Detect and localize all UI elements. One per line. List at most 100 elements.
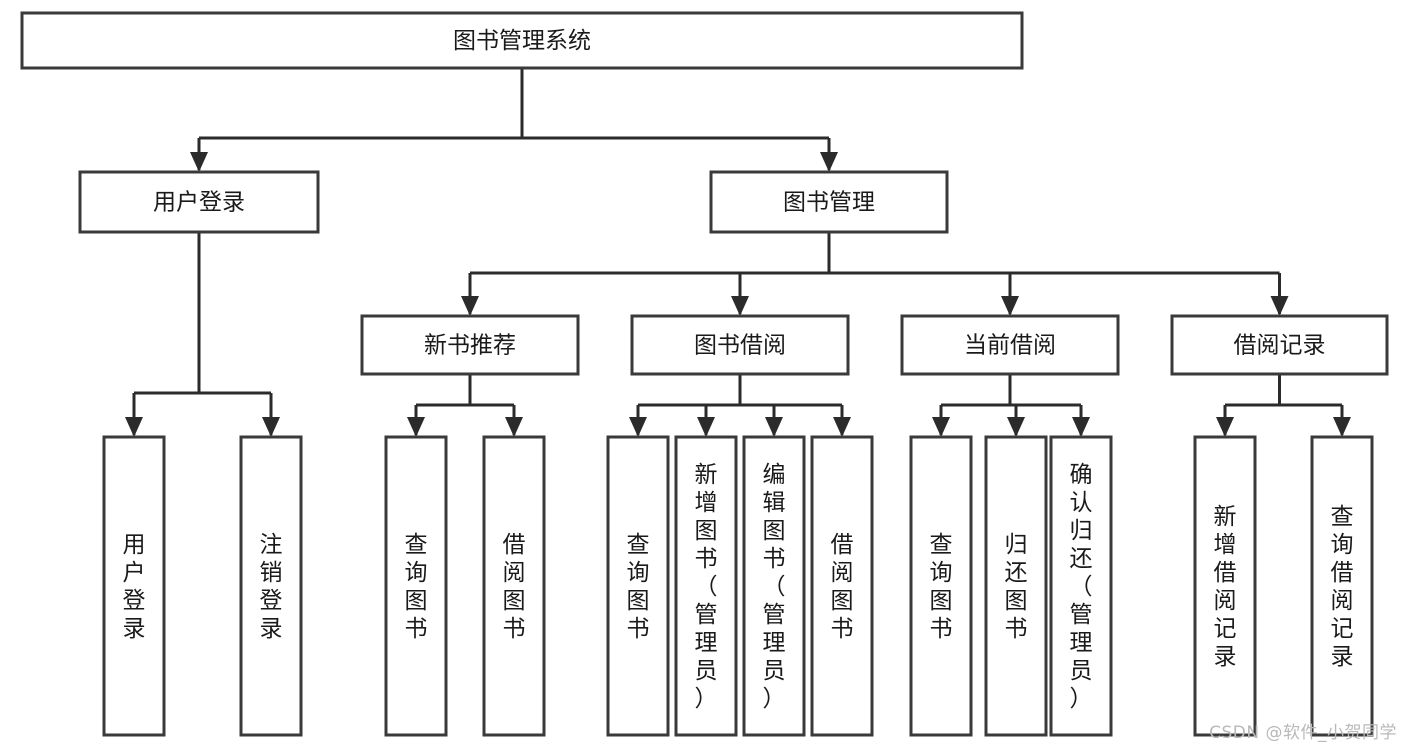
connector-book-borrow-to-leaf-edit-book bbox=[765, 405, 783, 437]
connector-book-manage-to-borrow-record bbox=[1270, 273, 1289, 316]
node-label: 借阅图书 bbox=[831, 532, 854, 642]
arrow-head-icon bbox=[1333, 417, 1351, 437]
connector-book-manage-to-current-borrow bbox=[1001, 273, 1019, 316]
connector-bus bbox=[941, 374, 1081, 407]
node-box bbox=[674, 435, 738, 737]
node-box bbox=[709, 170, 949, 234]
node-box bbox=[1310, 435, 1374, 737]
node-label: 用户登录 bbox=[123, 532, 146, 642]
node-leaf-user-login[interactable]: 用户登录 bbox=[102, 435, 166, 737]
arrow-head-icon bbox=[125, 417, 143, 437]
node-leaf-logout[interactable]: 注销登录 bbox=[239, 435, 303, 737]
connector-user-login-to-leaf-logout bbox=[262, 393, 280, 437]
node-label: 查询借阅记录 bbox=[1331, 504, 1354, 670]
node-layer: 图书管理系统用户登录图书管理新书推荐图书借阅当前借阅借阅记录用户登录注销登录查询… bbox=[20, 11, 1389, 737]
node-box bbox=[1049, 435, 1113, 737]
node-box bbox=[810, 435, 874, 737]
node-leaf-query-book-rec[interactable]: 查询图书 bbox=[384, 435, 448, 737]
node-box bbox=[1193, 435, 1257, 737]
node-label: 查询图书 bbox=[627, 532, 650, 642]
node-label: 图书管理 bbox=[783, 190, 875, 216]
node-new-book-rec[interactable]: 新书推荐 bbox=[360, 314, 580, 376]
node-box bbox=[102, 435, 166, 737]
node-leaf-add-book[interactable]: 新增图书（管理员） bbox=[674, 435, 738, 737]
node-box bbox=[384, 435, 448, 737]
node-leaf-edit-book[interactable]: 编辑图书（管理员） bbox=[742, 435, 806, 737]
node-label: 用户登录 bbox=[153, 190, 245, 216]
node-borrow-record[interactable]: 借阅记录 bbox=[1170, 314, 1389, 376]
connector-new-book-rec-to-leaf-borrow-book-rec bbox=[505, 405, 523, 437]
node-book-borrow[interactable]: 图书借阅 bbox=[630, 314, 850, 376]
node-box bbox=[984, 435, 1048, 737]
node-box bbox=[900, 314, 1120, 376]
arrow-head-icon bbox=[262, 417, 280, 437]
connector-user-login-to-leaf-user-login bbox=[125, 393, 143, 437]
arrow-head-icon bbox=[731, 296, 749, 316]
node-label: 查询图书 bbox=[930, 532, 953, 642]
connector-root-to-user-login bbox=[190, 138, 208, 172]
arrow-head-icon bbox=[1072, 417, 1090, 437]
arrow-head-icon bbox=[932, 417, 950, 437]
connector-current-borrow-to-leaf-confirm-return bbox=[1072, 405, 1090, 437]
node-box bbox=[606, 435, 670, 737]
arrow-head-icon bbox=[190, 152, 208, 172]
node-box bbox=[239, 435, 303, 737]
arrow-head-icon bbox=[697, 417, 715, 437]
node-leaf-query-book-cur[interactable]: 查询图书 bbox=[909, 435, 973, 737]
arrow-head-icon bbox=[629, 417, 647, 437]
connector-current-borrow-to-leaf-return-book bbox=[1007, 405, 1025, 437]
connector-book-manage-to-new-book-rec bbox=[461, 273, 479, 316]
connector-current-borrow-to-leaf-query-book-cur bbox=[932, 405, 950, 437]
node-leaf-query-record[interactable]: 查询借阅记录 bbox=[1310, 435, 1374, 737]
connector-bus bbox=[199, 68, 829, 140]
node-label: 图书借阅 bbox=[694, 333, 786, 359]
node-label: 新书推荐 bbox=[424, 333, 516, 359]
node-label: 新增图书（管理员） bbox=[695, 462, 718, 712]
node-label: 当前借阅 bbox=[964, 333, 1056, 359]
arrow-head-icon bbox=[1007, 417, 1025, 437]
node-label: 借阅记录 bbox=[1234, 333, 1326, 359]
node-root[interactable]: 图书管理系统 bbox=[20, 11, 1024, 70]
connector-bus bbox=[134, 232, 271, 395]
connector-borrow-record-to-leaf-add-record bbox=[1216, 405, 1234, 437]
node-leaf-borrow-book-rec[interactable]: 借阅图书 bbox=[482, 435, 546, 737]
node-leaf-confirm-return[interactable]: 确认归还（管理员） bbox=[1049, 435, 1113, 737]
node-label: 编辑图书（管理员） bbox=[763, 462, 786, 712]
node-box bbox=[909, 435, 973, 737]
node-book-manage[interactable]: 图书管理 bbox=[709, 170, 949, 234]
connector-book-borrow-to-leaf-borrow-book bbox=[833, 405, 851, 437]
node-box bbox=[20, 11, 1024, 70]
connector-book-borrow-to-leaf-add-book bbox=[697, 405, 715, 437]
node-current-borrow[interactable]: 当前借阅 bbox=[900, 314, 1120, 376]
arrow-head-icon bbox=[1001, 296, 1019, 316]
arrow-head-icon bbox=[505, 417, 523, 437]
node-leaf-return-book[interactable]: 归还图书 bbox=[984, 435, 1048, 737]
arrow-head-icon bbox=[1216, 417, 1234, 437]
connector-root-to-book-manage bbox=[820, 138, 838, 172]
connector-bus bbox=[416, 374, 514, 407]
arrow-head-icon bbox=[407, 417, 425, 437]
arrow-head-icon bbox=[461, 296, 479, 316]
node-box bbox=[78, 170, 320, 234]
node-label: 注销登录 bbox=[260, 532, 283, 642]
node-label: 查询图书 bbox=[405, 532, 428, 642]
connector-bus bbox=[1225, 374, 1342, 407]
node-leaf-borrow-book[interactable]: 借阅图书 bbox=[810, 435, 874, 737]
connector-new-book-rec-to-leaf-query-book-rec bbox=[407, 405, 425, 437]
node-box bbox=[482, 435, 546, 737]
connector-layer bbox=[125, 68, 1351, 437]
node-label: 确认归还（管理员） bbox=[1070, 462, 1093, 712]
node-label: 借阅图书 bbox=[503, 532, 526, 642]
node-user-login[interactable]: 用户登录 bbox=[78, 170, 320, 234]
node-label: 图书管理系统 bbox=[453, 28, 591, 54]
node-label: 归还图书 bbox=[1005, 532, 1028, 642]
node-label: 新增借阅记录 bbox=[1214, 504, 1237, 670]
node-leaf-add-record[interactable]: 新增借阅记录 bbox=[1193, 435, 1257, 737]
connector-borrow-record-to-leaf-query-record bbox=[1333, 405, 1351, 437]
connector-book-manage-to-book-borrow bbox=[731, 273, 749, 316]
arrow-head-icon bbox=[833, 417, 851, 437]
node-box bbox=[1170, 314, 1389, 376]
node-leaf-query-book-borrow[interactable]: 查询图书 bbox=[606, 435, 670, 737]
